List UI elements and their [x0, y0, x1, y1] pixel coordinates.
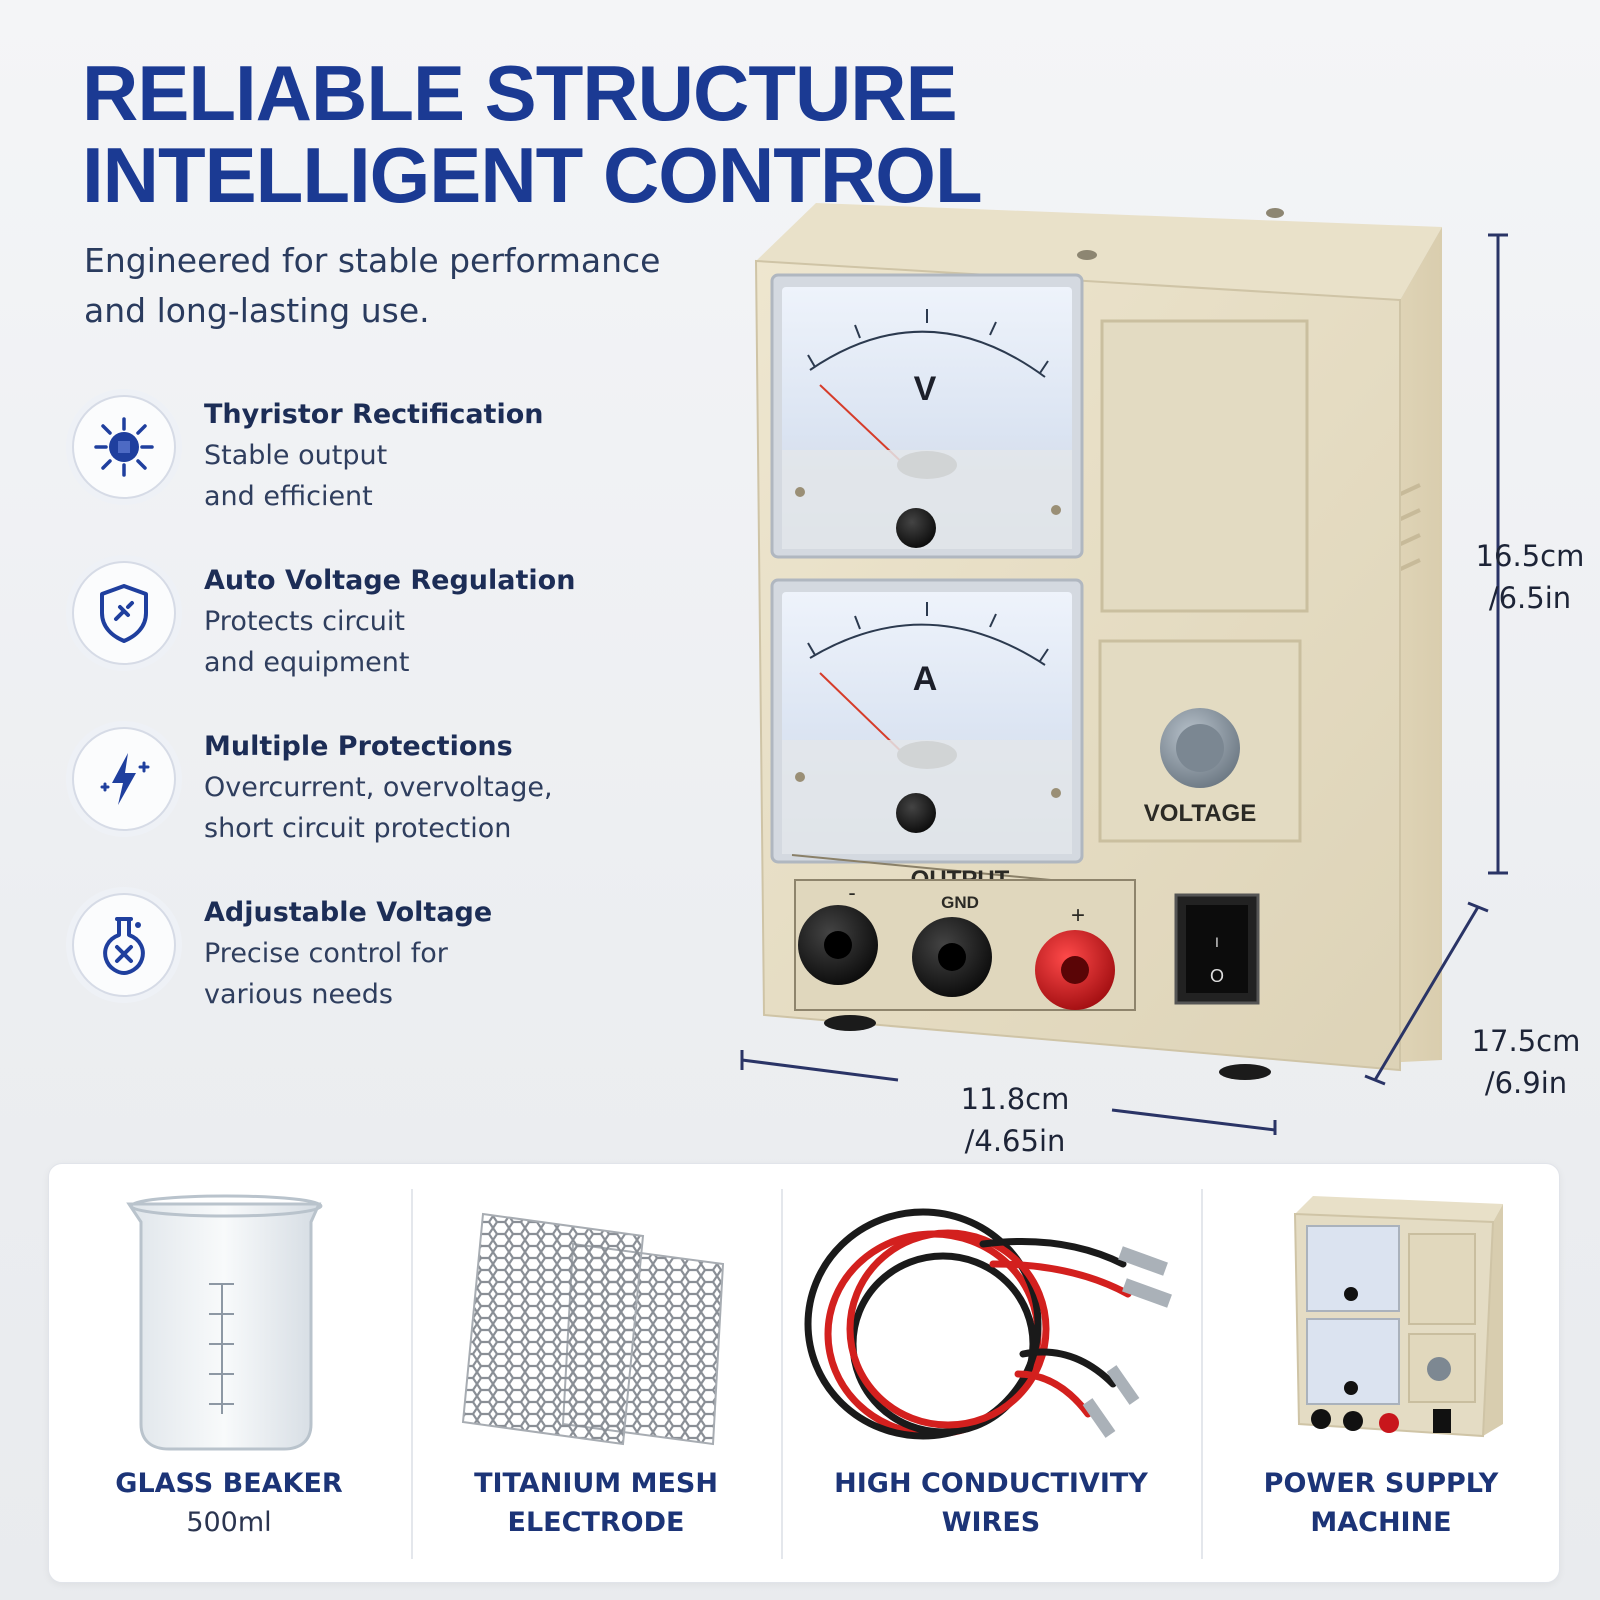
- feature-text: Adjustable Voltage Precise control for v…: [204, 893, 492, 1015]
- accessory-name: MACHINE: [1310, 1507, 1452, 1538]
- dimension-value: 16.5cm: [1475, 539, 1585, 573]
- feature-desc-line: Protects circuit: [204, 606, 406, 637]
- accessory-name: GLASS BEAKER: [115, 1468, 343, 1499]
- accessory-titanium-mesh: TITANIUM MESH ELECTRODE: [413, 1164, 779, 1584]
- ground-terminal[interactable]: [912, 917, 992, 997]
- dimension-value: /6.5in: [1488, 581, 1572, 615]
- headline-line-1: RELIABLE STRUCTURE: [82, 49, 958, 137]
- ammeter-letter: A: [913, 660, 938, 698]
- ammeter: A: [770, 578, 1084, 864]
- height-dimension-label: 16.5cm /6.5in: [1470, 535, 1590, 619]
- feature-text: Thyristor Rectification Stable output an…: [204, 395, 544, 517]
- feature-item: Adjustable Voltage Precise control for v…: [70, 893, 690, 1059]
- divider: [781, 1189, 783, 1559]
- accessory-power-supply: POWER SUPPLY MACHINE: [1203, 1164, 1559, 1584]
- wires-icon: [804, 1208, 1172, 1440]
- width-dimension-line: [740, 1050, 1277, 1135]
- feature-desc-line: and efficient: [204, 481, 373, 512]
- subheading: Engineered for stable performance and lo…: [84, 236, 724, 336]
- feature-desc-line: Precise control for: [204, 938, 448, 969]
- accessory-label: HIGH CONDUCTIVITY WIRES: [783, 1464, 1199, 1542]
- width-dimension-label: 11.8cm /4.65in: [950, 1078, 1080, 1162]
- feature-description: Protects circuit and equipment: [204, 601, 575, 683]
- lightning-icon: [72, 727, 176, 831]
- flask-icon: [72, 893, 176, 997]
- subhead-line-1: Engineered for stable performance: [84, 241, 661, 280]
- accessory-name: ELECTRODE: [507, 1507, 685, 1538]
- feature-item: Multiple Protections Overcurrent, overvo…: [70, 727, 690, 893]
- plus-label: +: [1071, 902, 1085, 929]
- accessory-wires: HIGH CONDUCTIVITY WIRES: [783, 1164, 1199, 1584]
- accessory-glass-beaker: GLASS BEAKER 500ml: [49, 1164, 409, 1584]
- accessory-label: POWER SUPPLY MACHINE: [1203, 1464, 1559, 1542]
- feature-item: Thyristor Rectification Stable output an…: [70, 395, 690, 561]
- depth-dimension-line: [1364, 901, 1489, 1086]
- chip-icon: [72, 395, 176, 499]
- divider: [411, 1189, 413, 1559]
- feature-text: Multiple Protections Overcurrent, overvo…: [204, 727, 553, 849]
- power-supply-icon: [1293, 1196, 1503, 1438]
- feature-desc-line: Overcurrent, overvoltage,: [204, 772, 553, 803]
- voltmeter-zero-knob[interactable]: [896, 508, 936, 548]
- divider: [1201, 1189, 1203, 1559]
- accessory-detail: 500ml: [186, 1507, 272, 1538]
- accessory-name: HIGH CONDUCTIVITY: [834, 1468, 1148, 1499]
- feature-description: Precise control for various needs: [204, 933, 492, 1015]
- power-switch[interactable]: I O: [1174, 893, 1260, 1005]
- mesh-icon: [461, 1212, 725, 1446]
- dimension-value: 11.8cm: [960, 1082, 1070, 1116]
- feature-desc-line: and equipment: [204, 647, 410, 678]
- headline-line-2: INTELLIGENT CONTROL: [82, 131, 983, 219]
- ammeter-zero-knob[interactable]: [896, 793, 936, 833]
- feature-description: Overcurrent, overvoltage, short circuit …: [204, 767, 553, 849]
- feature-desc-line: Stable output: [204, 440, 388, 471]
- power-supply-illustration: V A VO: [740, 203, 1508, 1135]
- voltage-label: VOLTAGE: [1144, 800, 1256, 827]
- minus-label: -: [848, 880, 855, 905]
- dimension-value: /6.9in: [1484, 1066, 1568, 1100]
- accessories-panel: GLASS BEAKER 500ml TITANIUM MESH ELECTRO…: [48, 1163, 1560, 1583]
- subhead-line-2: and long-lasting use.: [84, 291, 430, 330]
- height-dimension-line: [1488, 233, 1508, 875]
- feature-title: Adjustable Voltage: [204, 897, 493, 928]
- dimension-value: /4.65in: [964, 1124, 1066, 1158]
- negative-terminal[interactable]: [798, 905, 878, 985]
- feature-title: Thyristor Rectification: [204, 399, 544, 430]
- accessory-label: GLASS BEAKER 500ml: [49, 1464, 409, 1542]
- feature-list: Thyristor Rectification Stable output an…: [70, 395, 690, 1059]
- positive-terminal[interactable]: [1035, 930, 1115, 1010]
- accessory-name: POWER SUPPLY: [1263, 1468, 1499, 1499]
- feature-description: Stable output and efficient: [204, 435, 544, 517]
- feature-desc-line: various needs: [204, 979, 393, 1010]
- feature-desc-line: short circuit protection: [204, 813, 512, 844]
- depth-dimension-label: 17.5cm /6.9in: [1462, 1020, 1590, 1104]
- feature-title: Multiple Protections: [204, 731, 513, 762]
- voltmeter: V: [770, 273, 1084, 559]
- feature-text: Auto Voltage Regulation Protects circuit…: [204, 561, 575, 683]
- accessory-name: WIRES: [941, 1507, 1041, 1538]
- feature-title: Auto Voltage Regulation: [204, 565, 576, 596]
- switch-on-label: I: [1215, 934, 1219, 950]
- page-title: RELIABLE STRUCTURE INTELLIGENT CONTROL: [82, 49, 983, 219]
- beaker-icon: [126, 1194, 323, 1451]
- gnd-label: GND: [941, 893, 979, 912]
- voltmeter-letter: V: [914, 370, 937, 408]
- accessory-label: TITANIUM MESH ELECTRODE: [413, 1464, 779, 1542]
- shield-icon: [72, 561, 176, 665]
- dimension-value: 17.5cm: [1471, 1024, 1581, 1058]
- accessory-name: TITANIUM MESH: [474, 1468, 718, 1499]
- switch-off-label: O: [1210, 966, 1224, 986]
- feature-item: Auto Voltage Regulation Protects circuit…: [70, 561, 690, 727]
